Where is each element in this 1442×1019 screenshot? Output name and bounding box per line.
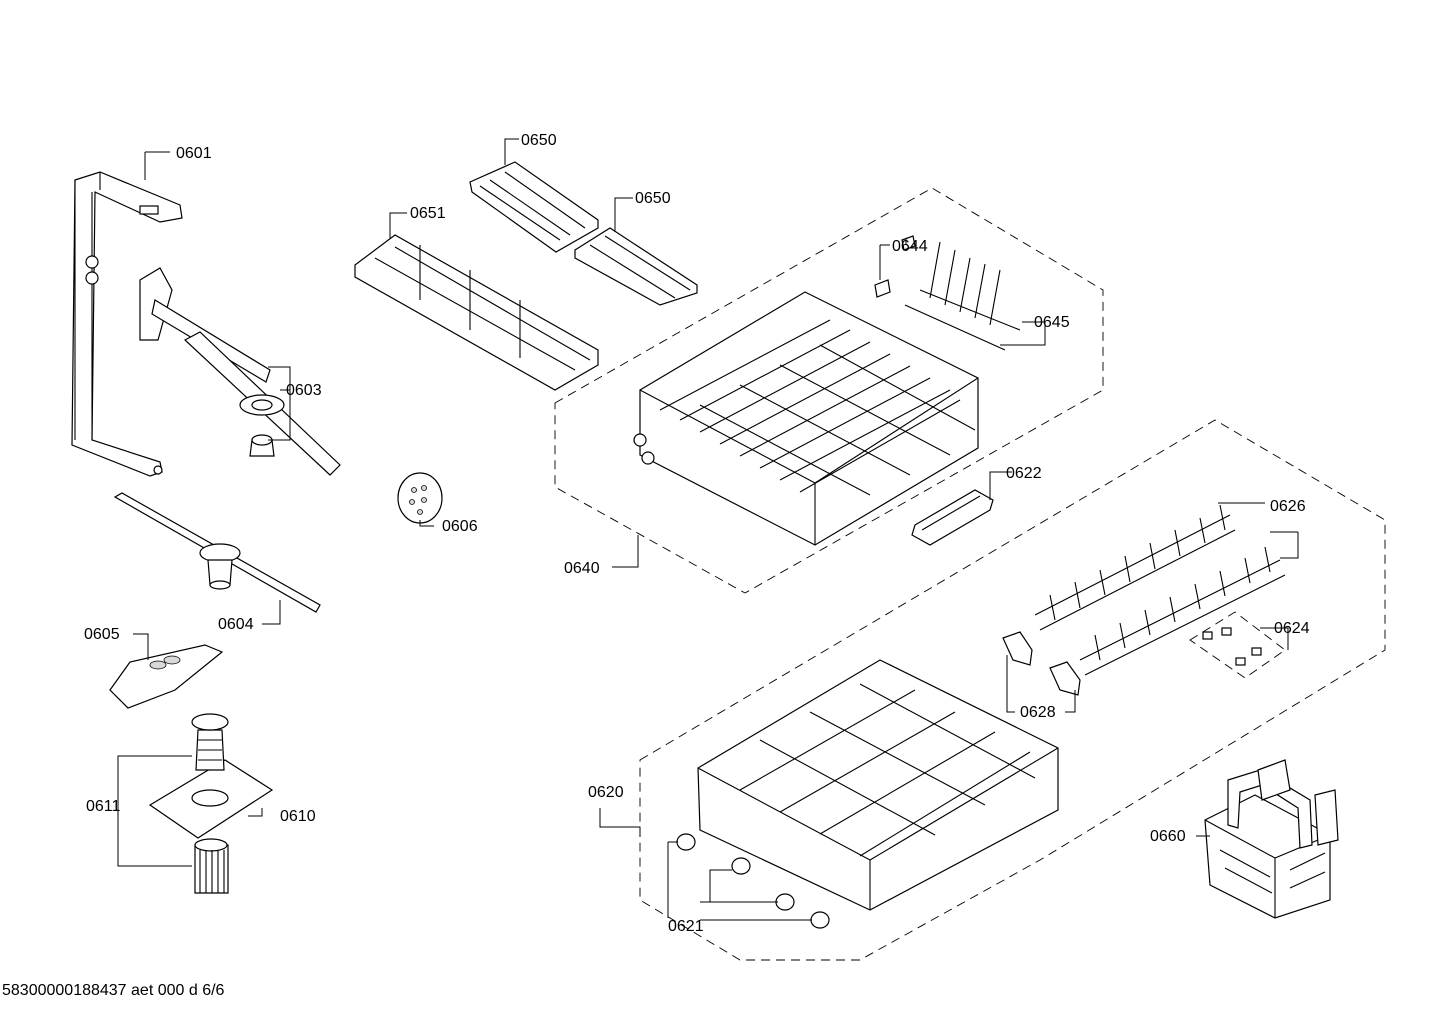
label-0624: 0624 [1274, 620, 1310, 637]
label-0650-upper: 0650 [521, 132, 557, 149]
label-0622: 0622 [1006, 465, 1042, 482]
label-0626: 0626 [1270, 498, 1306, 515]
lower-basket-group-outline [639, 419, 1386, 961]
part-0626-tine-rack-left [1034, 504, 1236, 631]
label-0611: 0611 [86, 798, 121, 815]
label-0650-lower: 0650 [635, 190, 671, 207]
part-0601-pipe [71, 171, 183, 477]
part-0605-cover-plate [109, 644, 224, 709]
label-0603: 0603 [286, 382, 322, 399]
label-0605: 0605 [84, 626, 120, 643]
label-0601: 0601 [176, 145, 212, 162]
part-0603-upper-spray-arm [139, 267, 341, 476]
part-0644-clips [874, 235, 916, 298]
part-0660-cutlery-basket [1204, 759, 1339, 919]
leader-lines [117, 138, 1299, 921]
part-0640-upper-basket [633, 291, 979, 546]
part-0626-tine-rack-right [1079, 546, 1286, 676]
label-0660: 0660 [1150, 828, 1186, 845]
part-0628-rail-clips [1002, 631, 1081, 696]
part-0606-filter-disc [397, 472, 443, 524]
part-0651-cutlery-tray [354, 234, 599, 391]
label-0628: 0628 [1020, 704, 1056, 721]
part-0610-0611-filter-assembly [148, 713, 274, 894]
label-0645: 0645 [1034, 314, 1070, 331]
label-0610: 0610 [280, 808, 316, 825]
label-0651: 0651 [410, 205, 446, 222]
label-0606: 0606 [442, 518, 478, 535]
label-0620: 0620 [588, 784, 624, 801]
part-0624-small-fittings [1189, 611, 1286, 679]
part-0650-knife-shelf-upper [469, 161, 599, 253]
part-0604-lower-spray-arm [113, 492, 321, 613]
label-0621: 0621 [668, 918, 704, 935]
label-0640: 0640 [564, 560, 600, 577]
part-0650-knife-shelf-lower [574, 227, 698, 306]
label-0644: 0644 [892, 238, 928, 255]
part-0620-lower-basket [697, 659, 1059, 911]
part-0622-handle [911, 489, 994, 546]
part-0645-cup-rack [904, 241, 1021, 351]
label-0604: 0604 [218, 616, 254, 633]
document-id: 58300000188437 aet 000 d 6/6 [2, 982, 225, 999]
